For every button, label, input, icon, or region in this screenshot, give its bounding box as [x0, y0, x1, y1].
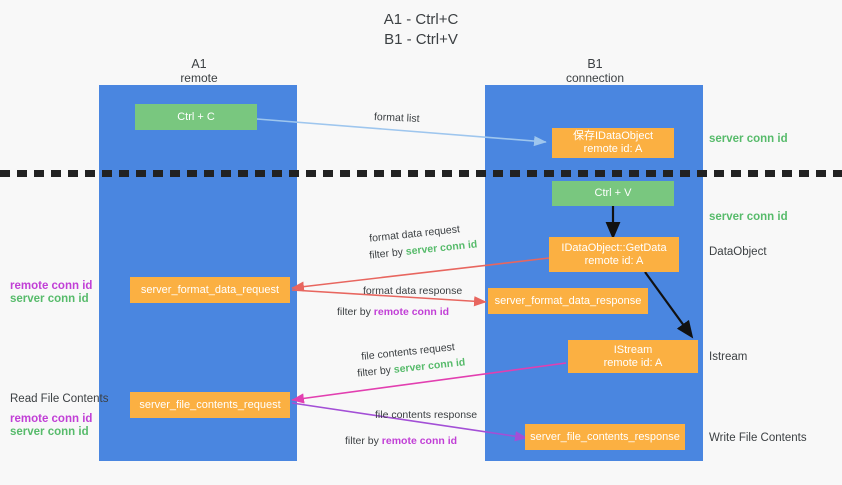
- label-remote-conn-id-1: remote conn id: [10, 280, 93, 292]
- node-ctrl-c[interactable]: Ctrl + C: [135, 104, 257, 130]
- label-write-file-contents: Write File Contents: [709, 432, 807, 444]
- label-server-conn-id-2: server conn id: [10, 426, 89, 438]
- node-server-format-data-response[interactable]: server_format_data_response: [488, 288, 648, 314]
- arrow-format-data-response: [291, 289, 487, 307]
- node-getdata-line1: IDataObject::GetData: [561, 241, 667, 254]
- node-server-file-contents-request[interactable]: server_file_contents_request: [130, 392, 290, 418]
- label-server-conn-id-mid: server conn id: [709, 211, 788, 223]
- title-line-1: A1 - Ctrl+C: [383, 11, 459, 28]
- filter-value-2: remote conn id: [373, 306, 450, 318]
- node-save-idataobject[interactable]: 保存IDataObject remote id: A: [552, 128, 674, 158]
- node-ctrl-v-label: Ctrl + V: [594, 187, 632, 199]
- edge-label-format-list: format list: [373, 111, 420, 125]
- arrow-file-contents-response: [291, 402, 528, 442]
- diagram-title: A1 - Ctrl+C B1 - Ctrl+V: [0, 10, 842, 50]
- edge-label-format-data-response: format data response: [363, 285, 463, 297]
- arrow-file-contents-request: [291, 362, 567, 404]
- node-server-file-contents-response-label: server_file_contents_response: [530, 430, 680, 443]
- column-b1-sub: connection: [565, 71, 625, 85]
- column-a1-sub: remote: [180, 71, 218, 85]
- edge-label-file-contents-response: file contents response: [375, 409, 478, 421]
- arrow-format-data-request: [291, 257, 550, 292]
- label-istream: Istream: [709, 351, 748, 363]
- label-dataobject: DataObject: [709, 246, 767, 258]
- label-server-conn-id-1: server conn id: [10, 293, 89, 305]
- node-ctrl-c-label: Ctrl + C: [177, 110, 215, 123]
- column-header-b1: B1 connection: [515, 57, 675, 85]
- filter-value-4: remote conn id: [381, 435, 458, 447]
- node-ctrl-v[interactable]: Ctrl + V: [552, 181, 674, 206]
- node-istream-line2: remote id: A: [603, 356, 663, 369]
- arrow-format-list: [256, 118, 547, 147]
- node-istream-line1: IStream: [613, 343, 653, 356]
- node-getdata-line2: remote id: A: [584, 254, 644, 267]
- node-save-idataobject-line1: 保存IDataObject: [572, 130, 654, 142]
- column-header-a1: A1 remote: [119, 57, 279, 85]
- node-server-file-contents-request-label: server_file_contents_request: [139, 398, 281, 411]
- node-istream[interactable]: IStream remote id: A: [568, 340, 698, 373]
- column-a1-name: A1: [191, 57, 207, 71]
- filter-prefix-1: filter by: [368, 245, 407, 262]
- label-server-conn-id-top: server conn id: [709, 133, 788, 145]
- edge-label-file-contents-response-filter: filter by remote conn id: [345, 434, 457, 448]
- arrow-getdata-to-istream: [644, 271, 694, 339]
- label-read-file-contents: Read File Contents: [10, 393, 109, 405]
- filter-prefix-4: filter by: [345, 435, 382, 447]
- filter-prefix-3: filter by: [356, 363, 395, 380]
- title-line-2: B1 - Ctrl+V: [384, 31, 458, 48]
- column-b1-name: B1: [587, 57, 603, 71]
- edge-label-format-data-response-filter: filter by remote conn id: [337, 305, 449, 319]
- node-server-format-data-response-label: server_format_data_response: [494, 294, 642, 307]
- phase-divider: [0, 170, 842, 177]
- node-idataobject-getdata[interactable]: IDataObject::GetData remote id: A: [549, 237, 679, 272]
- node-save-idataobject-line2: remote id: A: [583, 143, 643, 155]
- node-server-format-data-request[interactable]: server_format_data_request: [130, 277, 290, 303]
- node-server-file-contents-response[interactable]: server_file_contents_response: [525, 424, 685, 450]
- node-server-format-data-request-label: server_format_data_request: [140, 283, 280, 296]
- filter-prefix-2: filter by: [337, 306, 374, 318]
- label-remote-conn-id-2: remote conn id: [10, 413, 93, 425]
